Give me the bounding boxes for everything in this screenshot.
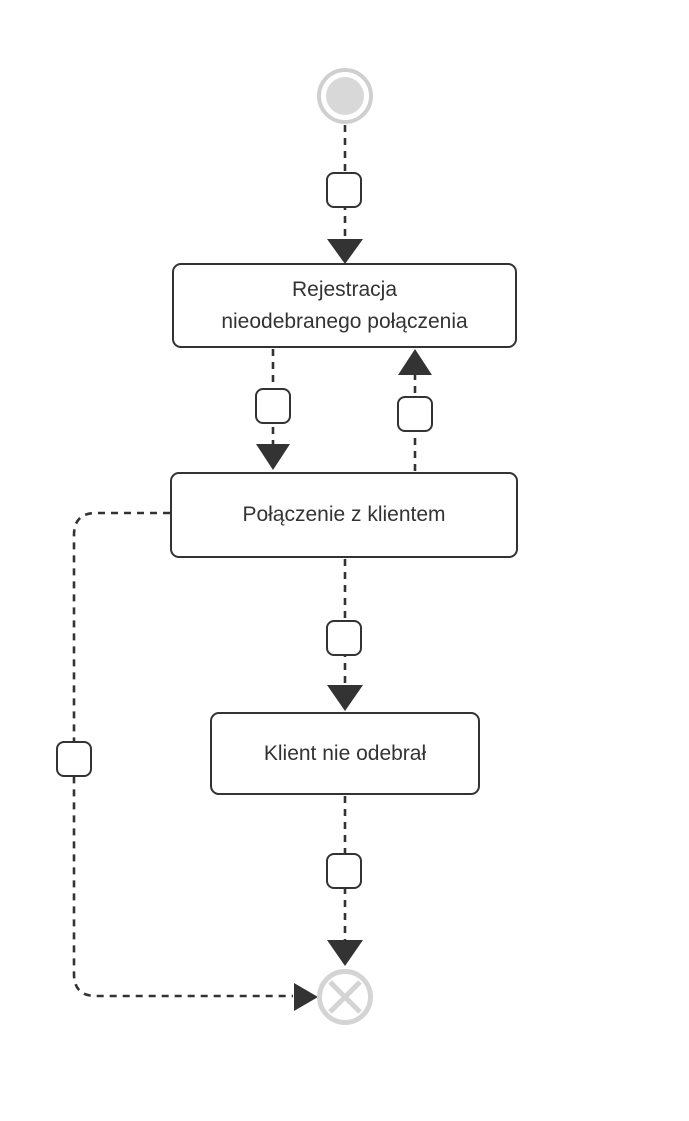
edge-marker-connection-to-registration[interactable] xyxy=(397,396,433,432)
task-registration[interactable]: Rejestracja nieodebranego połączenia xyxy=(172,263,517,348)
edge-marker-registration-to-connection[interactable] xyxy=(255,388,291,424)
task-registration-label: Rejestracja nieodebranego połączenia xyxy=(221,278,468,333)
task-no-answer-label: Klient nie odebrał xyxy=(263,741,427,765)
arrowhead-into-no-answer-top xyxy=(327,685,363,711)
arrowhead-into-end-left xyxy=(294,983,318,1011)
edge-marker-connection-to-end[interactable] xyxy=(56,741,92,777)
arrowhead-into-end-top xyxy=(327,940,363,966)
task-connection-label: Połączenie z klientem xyxy=(242,503,446,527)
start-event-inner-circle xyxy=(326,77,364,115)
edge-marker-connection-to-no-answer[interactable] xyxy=(326,620,362,656)
end-event-x-icon xyxy=(328,980,362,1014)
task-connection[interactable]: Połączenie z klientem xyxy=(170,472,518,558)
edge-marker-start-to-registration[interactable] xyxy=(326,172,362,208)
arrowhead-into-connection-top xyxy=(256,444,290,470)
task-no-answer[interactable]: Klient nie odebrał xyxy=(210,712,480,795)
arrowhead-into-registration-bottom xyxy=(398,349,432,375)
arrowhead-into-registration-top xyxy=(327,239,363,264)
edge-marker-no-answer-to-end[interactable] xyxy=(326,853,362,889)
end-event[interactable] xyxy=(317,969,373,1025)
start-event[interactable] xyxy=(317,68,373,124)
